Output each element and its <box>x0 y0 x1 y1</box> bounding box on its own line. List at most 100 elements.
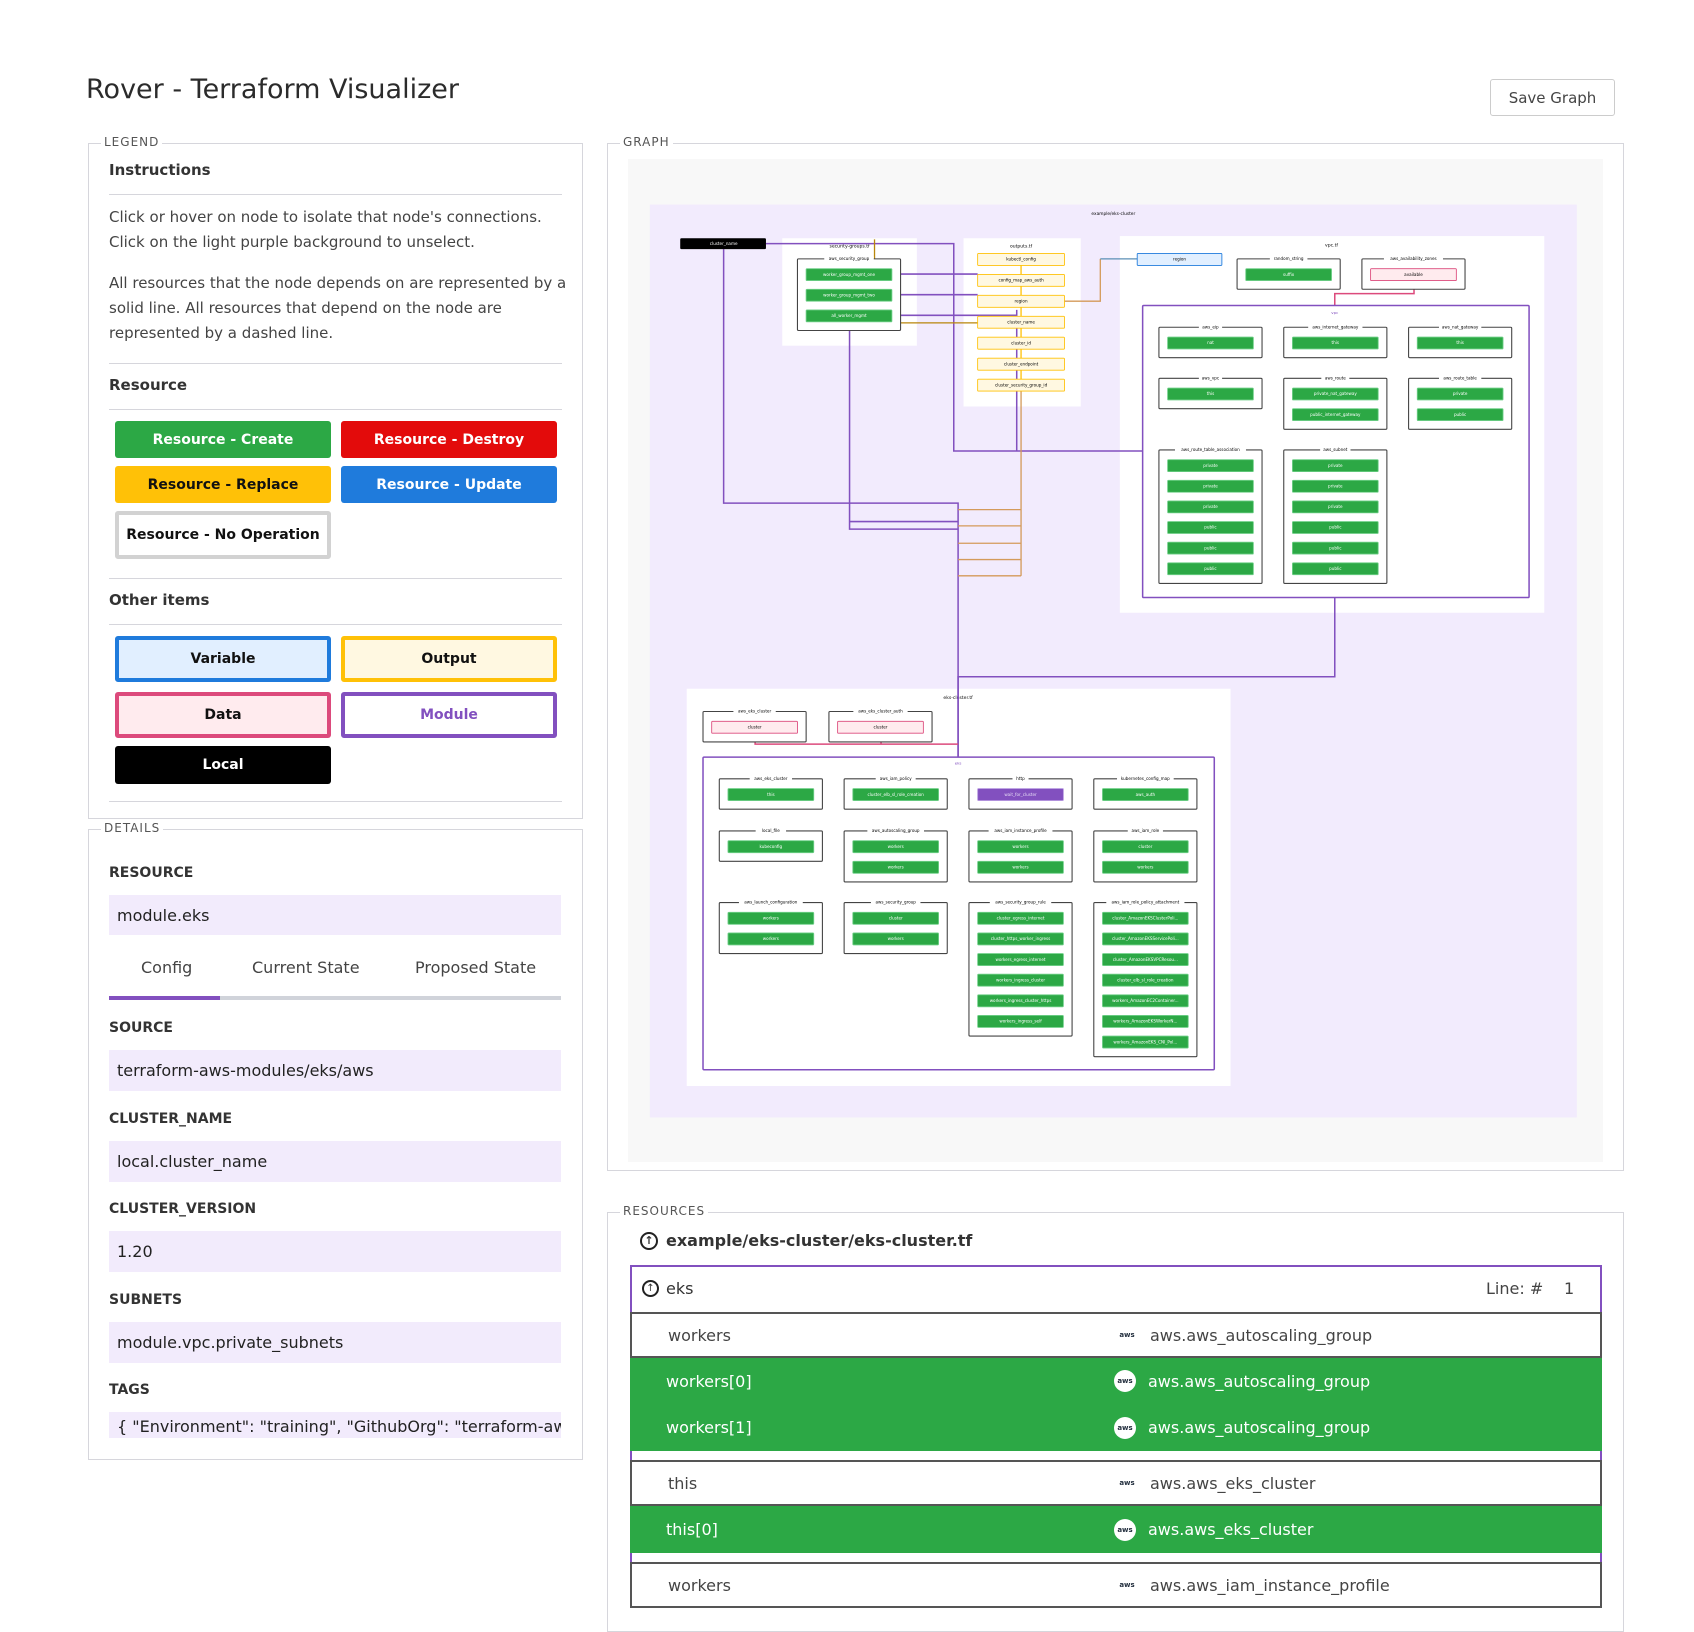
graph-node[interactable] <box>1102 994 1189 1008</box>
collapse-arrow-icon[interactable]: ↑ <box>640 1231 658 1250</box>
graph-node[interactable] <box>1167 541 1254 555</box>
graph-node[interactable] <box>977 953 1064 966</box>
graph-node[interactable] <box>977 1015 1064 1028</box>
graph-node[interactable] <box>1102 973 1189 987</box>
graph-edge <box>722 249 959 758</box>
graph-node[interactable] <box>1292 408 1379 422</box>
details-label: DETAILS <box>101 821 164 835</box>
graph-node[interactable] <box>727 788 815 801</box>
graph-node[interactable] <box>977 253 1065 266</box>
resource-group-box <box>968 830 1073 883</box>
cluster-name-value: local.cluster_name <box>109 1141 561 1182</box>
graph-node-label: region <box>1015 299 1028 304</box>
graph-node[interactable] <box>1245 268 1332 282</box>
module-box-eks[interactable] <box>702 756 1216 1071</box>
graph-node[interactable] <box>1416 336 1504 350</box>
resource-file-header[interactable]: ↑ example/eks-cluster/eks-cluster.tf <box>640 1231 972 1250</box>
graph-node[interactable] <box>977 336 1065 350</box>
graph-node[interactable] <box>852 860 939 874</box>
graph-label: GRAPH <box>620 135 673 149</box>
graph-node[interactable] <box>1102 788 1189 801</box>
graph-node[interactable] <box>1292 336 1379 350</box>
graph-node[interactable] <box>977 932 1064 946</box>
graph-node-local[interactable] <box>680 238 766 250</box>
graph-node[interactable] <box>1292 562 1379 576</box>
graph-node[interactable] <box>1292 500 1379 514</box>
graph-node[interactable] <box>977 973 1064 987</box>
graph-node[interactable] <box>852 840 939 854</box>
graph-node[interactable] <box>1167 479 1254 493</box>
graph-node[interactable] <box>1292 521 1379 534</box>
graph-node[interactable] <box>727 911 815 925</box>
graph-node[interactable] <box>852 932 939 946</box>
resource-type: aws.aws_iam_instance_profile <box>1150 1575 1390 1595</box>
tab-current-state[interactable]: Current State <box>252 958 360 977</box>
graph-node[interactable] <box>1167 500 1254 514</box>
graph-node[interactable] <box>1167 387 1254 401</box>
graph-node[interactable] <box>1102 953 1189 966</box>
graph-node[interactable] <box>1167 521 1254 534</box>
resource-value: module.eks <box>109 895 561 935</box>
module-box-vpc[interactable] <box>1141 304 1530 599</box>
graph-node[interactable] <box>1167 459 1254 473</box>
graph-node[interactable] <box>727 840 815 854</box>
graph-node[interactable] <box>1292 479 1379 493</box>
graph-node[interactable] <box>805 268 893 282</box>
graph-node[interactable] <box>1102 911 1189 925</box>
graph-node[interactable] <box>1292 387 1379 401</box>
graph-node-label: workers <box>888 936 904 941</box>
graph-node[interactable] <box>1416 387 1504 401</box>
graph-edge <box>765 242 1143 452</box>
graph-node[interactable] <box>1102 1035 1189 1049</box>
graph-node[interactable] <box>977 357 1065 371</box>
resource-type: aws.aws_eks_cluster <box>1148 1520 1314 1539</box>
graph-node[interactable] <box>977 860 1064 874</box>
resource-group-title: aws_availability_zones <box>1390 256 1436 261</box>
tab-proposed-state[interactable]: Proposed State <box>415 958 537 977</box>
graph-node[interactable] <box>852 788 939 801</box>
graph-node[interactable] <box>727 932 815 946</box>
graph-node[interactable] <box>805 309 893 323</box>
graph-node[interactable] <box>837 720 924 734</box>
other-items-heading: Other items <box>109 591 210 609</box>
graph-node[interactable] <box>977 994 1064 1008</box>
graph-node[interactable] <box>852 911 939 925</box>
save-graph-button[interactable]: Save Graph <box>1490 79 1615 116</box>
graph-node-label: cluster_elb_sl_role_creation <box>1117 977 1174 982</box>
resource-group-box <box>718 902 823 955</box>
resource-group-title: aws_route_table <box>1443 375 1477 380</box>
graph-node[interactable] <box>977 315 1065 329</box>
graph-node[interactable] <box>1102 840 1189 854</box>
graph-node[interactable] <box>977 294 1065 308</box>
graph-node[interactable] <box>805 288 893 302</box>
graph-node[interactable] <box>1370 268 1457 282</box>
graph-node[interactable] <box>977 840 1064 854</box>
graph-node[interactable] <box>977 378 1065 392</box>
tab-config[interactable]: Config <box>141 958 193 977</box>
graph-node-label: workers_ingress_self <box>999 1019 1042 1024</box>
graph-node[interactable] <box>1167 562 1254 576</box>
module-eks-header[interactable]: ↑ eks Line: # 1 <box>630 1265 1602 1312</box>
graph-node[interactable] <box>977 273 1065 287</box>
graph-node[interactable] <box>1136 253 1223 266</box>
graph-node[interactable] <box>1167 336 1254 350</box>
graph-node[interactable] <box>1416 408 1504 422</box>
graph-node[interactable] <box>1102 1015 1189 1028</box>
resource-group-title-bg <box>749 776 793 781</box>
graph-node[interactable] <box>711 720 798 734</box>
graph-node[interactable] <box>977 911 1064 925</box>
graph-node[interactable] <box>1292 459 1379 473</box>
graph-node[interactable] <box>977 788 1064 801</box>
collapse-arrow-icon[interactable]: ↑ <box>642 1280 659 1297</box>
graph-node[interactable] <box>1102 860 1189 874</box>
graph-node[interactable] <box>1102 932 1189 946</box>
graph-node[interactable] <box>1292 541 1379 555</box>
